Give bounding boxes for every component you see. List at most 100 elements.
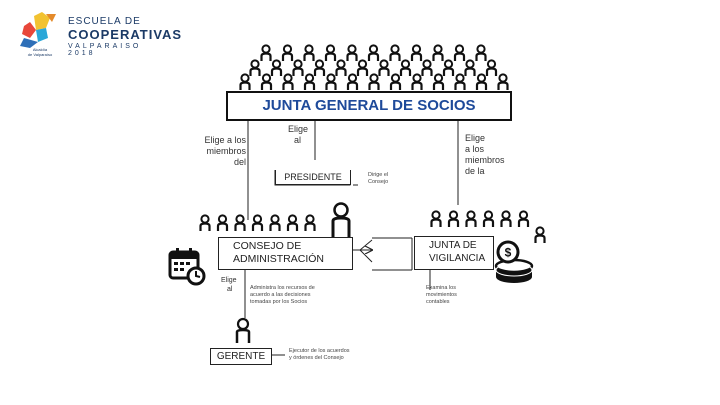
- gerente-person-icon: [235, 317, 251, 343]
- person-icon: [378, 59, 390, 78]
- logo-line2: COOPERATIVAS: [68, 27, 183, 42]
- label-elige-presidente: Elige al: [288, 124, 318, 146]
- person-icon: [313, 59, 326, 78]
- label-line: miembros: [206, 146, 246, 156]
- person-icon: [485, 59, 498, 78]
- person-icon: [239, 73, 251, 92]
- person-icon: [482, 210, 495, 229]
- person-icon: [270, 59, 283, 78]
- person-icon: [324, 44, 337, 63]
- label-line: Administra los recursos de: [250, 285, 315, 291]
- label-line: Elige: [221, 277, 237, 284]
- label-line: al: [294, 135, 302, 145]
- label-line: ADMINISTRACIÓN: [233, 253, 325, 265]
- label-line: del: [233, 157, 246, 167]
- person-icon: [367, 44, 380, 63]
- logo-badge: Alcaldía de Valparaíso: [20, 47, 60, 57]
- gerente-label: GERENTE: [216, 351, 266, 362]
- label-elige-miembros-vigilancia: Elige a los miembros de la: [465, 133, 525, 177]
- label-elige-gerente: Elige al: [221, 276, 246, 294]
- label-line: acuerdo a las decisiones: [250, 292, 311, 298]
- person-icon: [447, 210, 460, 229]
- logo-badge-line1: Alcaldía: [32, 47, 48, 52]
- person-icon: [282, 73, 294, 92]
- label-line: Elige: [465, 133, 486, 143]
- person-icon: [454, 73, 466, 92]
- person-icon: [421, 59, 433, 78]
- person-icon: [475, 44, 487, 63]
- presidente-box: PRESIDENTE: [275, 170, 351, 185]
- label-line: Elige: [288, 124, 309, 134]
- person-icon: [269, 214, 281, 233]
- person-icon: [286, 214, 299, 233]
- person-icon: [410, 44, 423, 63]
- consejo-people-group: [199, 214, 316, 233]
- person-icon: [442, 59, 455, 78]
- person-icon: [325, 73, 337, 92]
- presidente-person-icon: [331, 202, 351, 238]
- consejo-label: CONSEJO DE ADMINISTRACIÓN: [219, 238, 352, 266]
- junta-vigilancia-box: JUNTA DE VIGILANCIA: [414, 236, 494, 270]
- label-ejecutor-acuerdos: Ejecutor de los acuerdos y órdenes del C…: [289, 348, 399, 362]
- person-icon: [292, 59, 304, 78]
- label-line: Elige a los: [204, 135, 246, 145]
- logo-line3: VALPARAISO 2018: [68, 43, 142, 57]
- person-icon: [260, 73, 273, 92]
- presidente-label: PRESIDENTE: [284, 172, 342, 182]
- logo-line1: ESCUELA DE: [68, 16, 141, 27]
- label-line: tomadas por los Socios: [250, 299, 308, 305]
- person-icon: [281, 44, 294, 63]
- label-line: contables: [426, 299, 450, 305]
- person-icon: [432, 44, 444, 63]
- person-icon: [432, 73, 445, 92]
- person-icon: [389, 44, 401, 63]
- label-line: al: [227, 286, 233, 293]
- label-line: Dirige el: [368, 172, 389, 178]
- calendar-clock-icon: [168, 248, 206, 286]
- person-icon: [260, 44, 272, 63]
- label-line: a los: [465, 144, 485, 154]
- person-icon: [517, 210, 530, 229]
- logo-badge-line2: de Valparaíso: [27, 52, 53, 57]
- person-icon: [234, 214, 246, 233]
- junta-general-box: JUNTA GENERAL DE SOCIOS: [226, 91, 512, 121]
- svg-text:$: $: [505, 246, 512, 260]
- person-icon: [304, 214, 316, 233]
- person-icon: [346, 73, 359, 92]
- page-title: JUNTA GENERAL DE SOCIOS: [262, 97, 476, 114]
- label-line: Consejo: [368, 179, 389, 185]
- person-icon: [411, 73, 423, 92]
- person-icon: [497, 73, 509, 92]
- label-line: y órdenes del Consejo: [289, 355, 344, 361]
- person-icon: [216, 214, 229, 233]
- person-icon: [199, 214, 211, 233]
- label-line: movimientos: [426, 292, 457, 298]
- person-icon: [249, 59, 261, 78]
- label-line: CONSEJO DE: [233, 240, 302, 252]
- person-icon: [465, 210, 477, 229]
- vigilancia-label: JUNTA DE VIGILANCIA: [415, 237, 493, 265]
- person-icon: [500, 210, 512, 229]
- gerente-box: GERENTE: [210, 348, 272, 365]
- logo-emblem-icon: [20, 12, 56, 48]
- person-icon: [534, 226, 546, 245]
- person-icon: [475, 73, 488, 92]
- person-icon: [368, 73, 380, 92]
- person-icon: [335, 59, 347, 78]
- person-icon: [464, 59, 476, 78]
- person-icon: [303, 44, 315, 63]
- person-icon: [251, 214, 264, 233]
- label-examina-movimientos: Examina los movimientos contables: [426, 285, 486, 306]
- label-administra-recursos: Administra los recursos de acuerdo a las…: [250, 285, 360, 306]
- label-line: JUNTA DE: [429, 240, 477, 251]
- label-line: Examina los: [426, 285, 456, 291]
- person-icon: [346, 44, 358, 63]
- person-icon: [399, 59, 412, 78]
- label-line: de la: [465, 166, 485, 176]
- logo: Alcaldía de Valparaíso ESCUELA DE COOPER…: [0, 0, 181, 65]
- label-line: miembros: [465, 155, 505, 165]
- socios-people-group: [239, 44, 509, 92]
- person-icon: [356, 59, 369, 78]
- consejo-administracion-box: CONSEJO DE ADMINISTRACIÓN: [218, 237, 353, 270]
